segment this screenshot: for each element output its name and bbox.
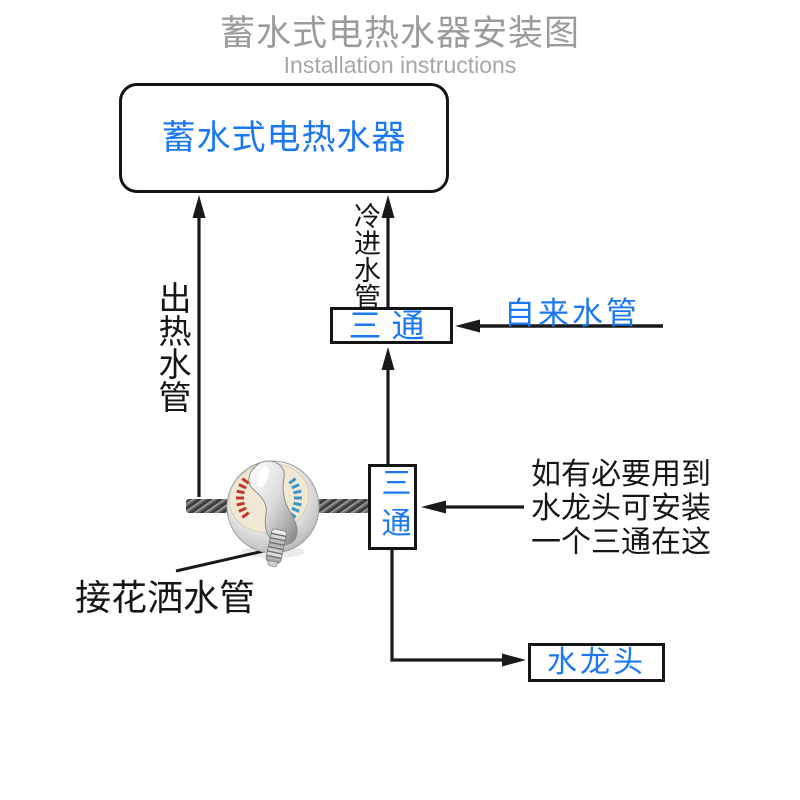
hot-tick-marks	[236, 477, 250, 519]
shower-hose-pointer-line	[175, 546, 278, 573]
cold-water-pipe-arrow	[381, 195, 395, 307]
faucet-box-label: 水龙头	[547, 645, 646, 679]
valve-outlet-thread	[265, 528, 287, 568]
faucet-box: 水龙头	[528, 643, 665, 682]
tee-connector-arrow	[381, 347, 395, 464]
heater-box: 蓄水式电热水器	[119, 83, 449, 193]
page-title: 蓄水式电热水器安装图	[219, 14, 580, 53]
tee2-box: 三通	[368, 464, 417, 550]
faucet-branch-arrow	[390, 550, 526, 667]
page-subtitle: Installation instructions	[283, 52, 517, 78]
tee1-label: 三通	[348, 307, 435, 344]
note-line-1: 如有必要用到	[531, 458, 711, 491]
note-line-3: 一个三通在这	[531, 526, 711, 559]
shower-hose-label: 接花洒水管	[75, 577, 256, 618]
hot-water-pipe-label: 出热水管	[154, 281, 191, 413]
shower-mixer-valve-photo	[186, 460, 369, 568]
hot-water-pipe-arrow	[192, 195, 206, 497]
heater-box-label: 蓄水式电热水器	[161, 119, 407, 157]
valve-handle-highlight	[257, 466, 269, 488]
cold-water-pipe-label: 冷进水管	[350, 202, 380, 310]
right-hose	[310, 499, 369, 513]
tap-water-arrow	[455, 319, 663, 333]
tee1-box: 三通	[330, 307, 453, 344]
note-line-2: 水龙头可安装	[531, 492, 711, 525]
tee2-label: 三通	[376, 467, 410, 547]
left-hose	[186, 499, 232, 513]
tap-water-pipe-label: 自来水管	[504, 296, 640, 331]
note-arrow	[421, 500, 524, 514]
note-text: 如有必要用到 水龙头可安装 一个三通在这	[531, 458, 711, 560]
